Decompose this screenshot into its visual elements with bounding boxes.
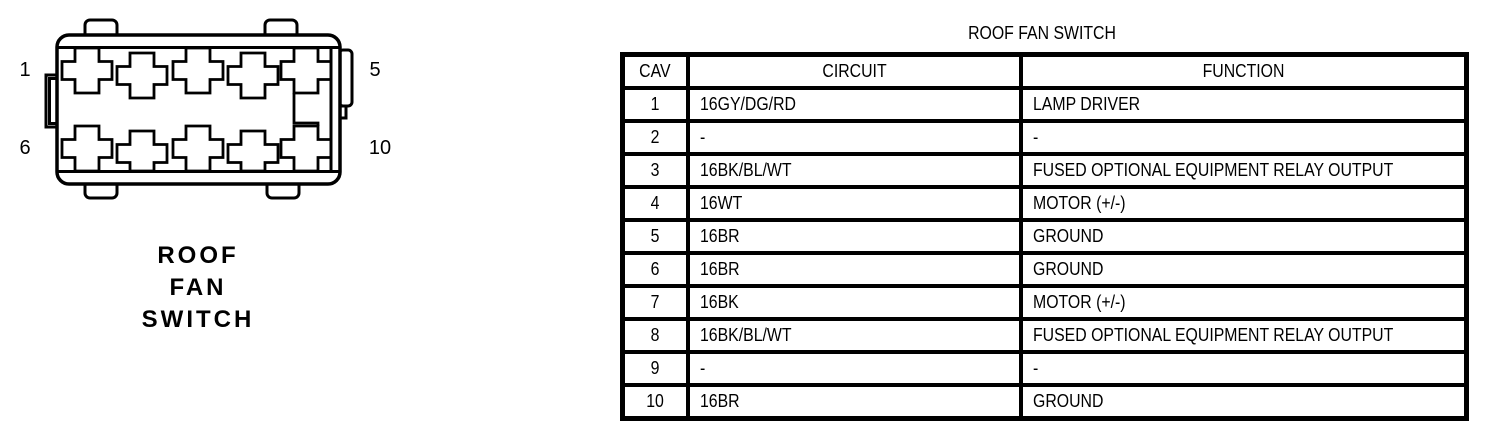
pin-cavity-10 [279, 124, 333, 173]
pin-cavity-7 [115, 129, 169, 173]
table-row: 4 16WT MOTOR (+/-) [620, 185, 1469, 222]
function-cell: GROUND [1018, 383, 1469, 421]
pin-cavity-9 [226, 129, 280, 173]
pin-cavity-6 [60, 124, 114, 173]
pin-cavity-2 [115, 51, 169, 100]
function-cell: GROUND [1018, 251, 1469, 288]
pin-cavity-1 [60, 46, 114, 95]
pin-cavity-5 [279, 46, 333, 95]
cav-cell: 1 [620, 86, 690, 123]
cav-cell: 6 [620, 251, 690, 288]
cav-cell: 2 [620, 119, 690, 156]
pinout-table: CAV CIRCUIT FUNCTION 1 16GY/DG/RD LAMP D… [620, 52, 1469, 421]
connector-diagram: 1 5 6 10 [19, 18, 391, 200]
circuit-cell: 16BR [685, 251, 1023, 288]
table-row: 5 16BR GROUND [620, 218, 1469, 255]
pin-cavity-3 [171, 46, 225, 95]
table-row: 7 16BK MOTOR (+/-) [620, 284, 1469, 321]
table-row: 1 16GY/DG/RD LAMP DRIVER [620, 86, 1469, 123]
pin-cavity-8 [171, 124, 225, 173]
connector-caption: ROOF FAN SWITCH [98, 240, 298, 336]
header-row: CAV CIRCUIT FUNCTION [620, 52, 1469, 90]
cav-cell: 8 [620, 317, 690, 354]
column-header-function: FUNCTION [1018, 52, 1469, 90]
pin-label-10: 10 [369, 137, 391, 159]
cav-cell: 5 [620, 218, 690, 255]
function-cell: FUSED OPTIONAL EQUIPMENT RELAY OUTPUT [1018, 152, 1469, 189]
table-row: 9 - - [620, 350, 1469, 387]
function-cell: MOTOR (+/-) [1018, 284, 1469, 321]
table-row: 10 16BR GROUND [620, 383, 1469, 421]
function-cell: MOTOR (+/-) [1018, 185, 1469, 222]
pin-label-6: 6 [19, 137, 30, 159]
connector-caption-line: ROOF [157, 242, 239, 269]
pin-cavity-4 [226, 51, 280, 100]
table-row: 6 16BR GROUND [620, 251, 1469, 288]
table-title: ROOF FAN SWITCH [620, 22, 1464, 44]
connector-keyway [292, 93, 320, 126]
connector-body [55, 33, 342, 186]
circuit-cell: 16BK [685, 284, 1023, 321]
table-row: 8 16BK/BL/WT FUSED OPTIONAL EQUIPMENT RE… [620, 317, 1469, 354]
circuit-cell: 16BR [685, 383, 1023, 421]
cav-cell: 7 [620, 284, 690, 321]
circuit-cell: 16BR [685, 218, 1023, 255]
connector-caption-line: SWITCH [141, 306, 255, 333]
function-cell: - [1018, 119, 1469, 156]
table-row: 2 - - [620, 119, 1469, 156]
circuit-cell: 16GY/DG/RD [685, 86, 1023, 123]
circuit-cell: 16BK/BL/WT [685, 317, 1023, 354]
circuit-cell: 16BK/BL/WT [685, 152, 1023, 189]
function-cell: - [1018, 350, 1469, 387]
cav-cell: 9 [620, 350, 690, 387]
cav-cell: 10 [620, 383, 690, 421]
circuit-cell: - [685, 119, 1023, 156]
connector-caption-line: FAN [169, 274, 227, 301]
table-title-text: ROOF FAN SWITCH [968, 23, 1116, 43]
circuit-cell: 16WT [685, 185, 1023, 222]
function-cell: LAMP DRIVER [1018, 86, 1469, 123]
pin-label-5: 5 [369, 59, 380, 81]
cav-cell: 4 [620, 185, 690, 222]
column-header-cav: CAV [620, 52, 690, 90]
cav-cell: 3 [620, 152, 690, 189]
function-cell: FUSED OPTIONAL EQUIPMENT RELAY OUTPUT [1018, 317, 1469, 354]
table-row: 3 16BK/BL/WT FUSED OPTIONAL EQUIPMENT RE… [620, 152, 1469, 189]
pin-label-1: 1 [19, 59, 30, 81]
circuit-cell: - [685, 350, 1023, 387]
column-header-circuit: CIRCUIT [685, 52, 1023, 90]
function-cell: GROUND [1018, 218, 1469, 255]
